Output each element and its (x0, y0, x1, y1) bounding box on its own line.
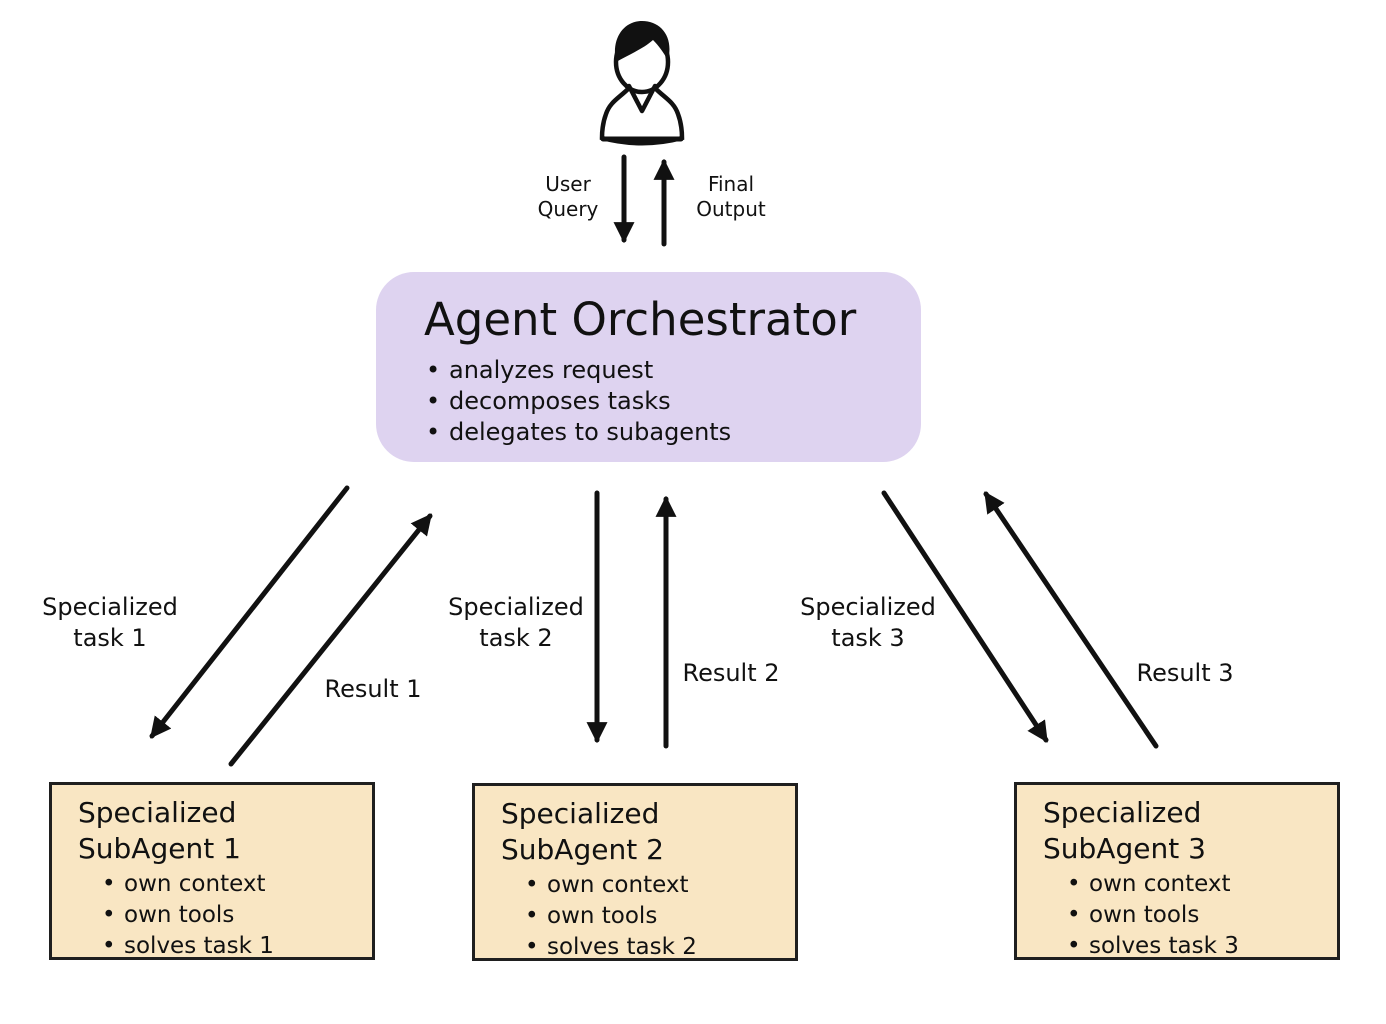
subagent-bullet: solves task 2 (523, 932, 779, 963)
task-3-label: Specialized task 3 (800, 592, 936, 654)
subagent-title: Specialized SubAgent 1 (78, 795, 356, 867)
task-1-arrow (149, 485, 350, 739)
result-3-arrow (983, 491, 1159, 749)
subagent-bullet: own tools (1065, 900, 1321, 931)
label-line: task 1 (73, 624, 147, 652)
task-1-label: Specialized task 1 (42, 592, 178, 654)
user-query-label: User Query (538, 172, 599, 222)
label-line: Specialized (800, 593, 936, 621)
subagent-bullet: solves task 1 (100, 931, 356, 962)
orchestrator-box: Agent Orchestrator analyzes request deco… (376, 272, 921, 462)
label-line: SubAgent 2 (501, 833, 664, 866)
label-line: Specialized (448, 593, 584, 621)
result-3-label: Result 3 (1136, 659, 1234, 687)
subagent-bullet: solves task 3 (1065, 931, 1321, 962)
subagent-box-2: Specialized SubAgent 2 own context own t… (472, 783, 798, 963)
subagent-bullet: own tools (523, 901, 779, 932)
label-line: User (545, 172, 591, 196)
label-line: Output (696, 197, 766, 221)
label-line: task 2 (479, 624, 553, 652)
label-line: Query (537, 197, 599, 221)
label-line: SubAgent 3 (1043, 832, 1206, 865)
subagent-bullet: own context (100, 869, 356, 900)
orchestrator-title: Agent Orchestrator (424, 293, 857, 346)
orchestrator-bullet: decomposes tasks (424, 386, 893, 417)
task-3-arrow (881, 490, 1049, 743)
label-line: Specialized (1043, 796, 1202, 829)
label-line: SubAgent 1 (78, 832, 241, 865)
subagent-bullet-list: own context own tools solves task 1 (100, 869, 356, 962)
subagent-bullet: own context (523, 870, 779, 901)
orchestrator-bullet-list: analyzes request decomposes tasks delega… (424, 355, 893, 448)
subagent-bullet: own tools (100, 900, 356, 931)
final-output-label: Final Output (696, 172, 765, 222)
label-line: Specialized (42, 593, 178, 621)
orchestrator-bullet: delegates to subagents (424, 417, 893, 448)
result-1-arrow (228, 513, 433, 767)
label-line: Specialized (501, 797, 660, 830)
orchestrator-bullet: analyzes request (424, 355, 893, 386)
task-2-label: Specialized task 2 (448, 592, 584, 654)
result-1-label: Result 1 (324, 675, 422, 703)
subagent-bullet: own context (1065, 869, 1321, 900)
label-line: Final (707, 172, 755, 196)
subagent-title: Specialized SubAgent 2 (501, 796, 779, 868)
label-line: task 3 (831, 624, 905, 652)
subagent-bullet-list: own context own tools solves task 3 (1065, 869, 1321, 962)
subagent-title: Specialized SubAgent 3 (1043, 795, 1321, 867)
subagent-bullet-list: own context own tools solves task 2 (523, 870, 779, 963)
subagent-box-3: Specialized SubAgent 3 own context own t… (1014, 782, 1340, 962)
person-icon (597, 12, 687, 150)
result-2-label: Result 2 (682, 659, 780, 687)
label-line: Specialized (78, 796, 237, 829)
subagent-box-1: Specialized SubAgent 1 own context own t… (49, 782, 375, 962)
